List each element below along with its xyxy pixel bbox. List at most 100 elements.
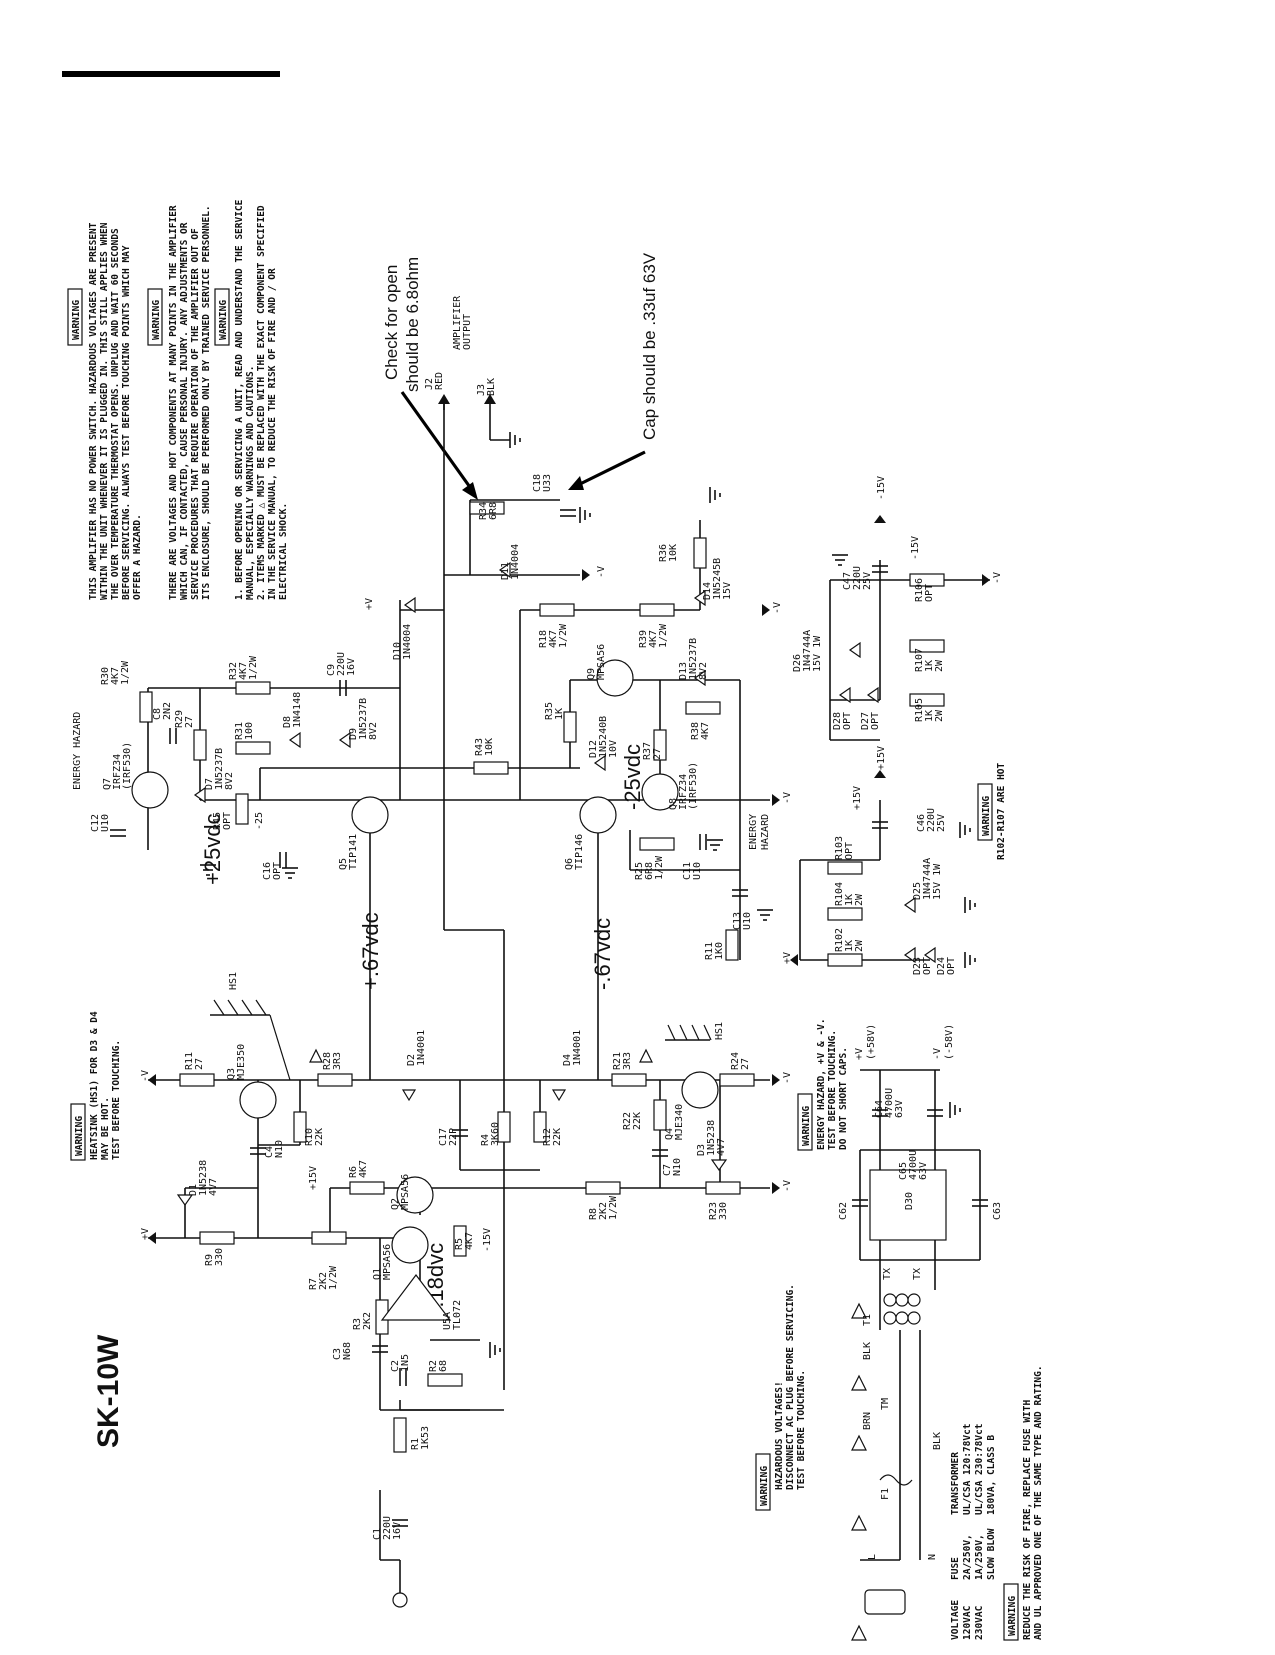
component-label: 25V: [936, 814, 947, 832]
component-label: C63: [992, 1202, 1003, 1220]
component-label: 27: [740, 1058, 751, 1070]
component-label: R29: [174, 710, 185, 728]
component-label: -15V: [910, 536, 921, 560]
component-label: 10V: [608, 740, 619, 758]
component-label: 4K7: [548, 630, 559, 648]
component-label: R1: [410, 1438, 421, 1450]
capacitor-c9: [339, 680, 347, 696]
voltage-annotation: +25vdc: [200, 813, 225, 885]
component-label: R6: [348, 1166, 359, 1178]
hazardous-voltage-note: WARNING HAZARDOUS VOLTAGES! DISCONNECT A…: [755, 1284, 807, 1511]
annotation-arrow-head: [462, 482, 478, 500]
component-label: D25: [912, 882, 923, 900]
resistor-r24: [719, 1073, 755, 1087]
component-label: 220U: [382, 1516, 393, 1540]
component-label: C12: [90, 814, 101, 832]
annotation-arrow-head: [568, 476, 584, 490]
component-label: -V: [782, 1180, 793, 1192]
component-label: 16V: [392, 1522, 403, 1540]
heatsink-hs1-right: [665, 1024, 712, 1041]
component-label: R8: [588, 1208, 599, 1220]
component-label: C2: [390, 1360, 401, 1372]
component-label: D12: [588, 740, 599, 758]
capacitor-c3: [372, 1345, 388, 1353]
diode-d27: [866, 686, 879, 704]
capacitor-c7: [652, 1149, 668, 1157]
diode-d3: [710, 1159, 728, 1172]
component-label: 15V: [722, 582, 733, 600]
component-label: BRN: [862, 1412, 873, 1430]
rail-arrows: [148, 515, 990, 1244]
heatsink-warning-note: WARNING HEATSINK (HS1) FOR D3 & D4 MAY B…: [70, 1011, 122, 1161]
transistor-q6: [579, 796, 617, 834]
component-label: 1N5237B: [688, 638, 699, 680]
capacitor-c11: [699, 834, 707, 850]
resistor-r21: [611, 1073, 647, 1087]
capacitor-c63: [972, 1199, 988, 1207]
component-label: R7: [308, 1278, 319, 1290]
component-label: MJE340: [674, 1104, 685, 1140]
component-label: ENERGY: [748, 814, 759, 850]
capacitor-c4: [250, 1147, 266, 1155]
component-label: J2: [424, 378, 435, 390]
component-label: 1K: [844, 940, 855, 952]
component-label: AMPLIFIER: [452, 295, 463, 350]
voltage-annotation: -.67vdc: [590, 918, 615, 990]
component-label: L: [867, 1554, 878, 1560]
component-label: OPT: [844, 842, 855, 860]
component-label: N10: [274, 1140, 285, 1158]
component-label: TL072: [452, 1300, 463, 1330]
component-label: R43: [474, 738, 485, 756]
component-label: -V: [992, 572, 1003, 584]
component-label: (IRF530): [122, 742, 133, 790]
resistor-r7: [311, 1231, 347, 1245]
diode-d10: [403, 596, 416, 614]
note-line: SERVICE PROCEDURES THAT REQUIRE OPERATIO…: [190, 228, 201, 600]
component-label: MPSA56: [382, 1244, 393, 1280]
diode-d1: [176, 1194, 194, 1207]
component-label: 2K2: [362, 1312, 373, 1330]
note-line: WITHIN THE UNIT WHENEVER IT IS PLUGGED I…: [99, 222, 110, 600]
note-line: WHICH CAN, IF CONTACTED, CAUSE PERSONAL …: [179, 222, 190, 600]
warning-label-2: WARNING: [151, 300, 162, 340]
component-label: Q2: [390, 1198, 401, 1210]
component-label: OPT: [842, 712, 853, 730]
component-label: U5A: [442, 1312, 453, 1330]
component-label: ENERGY HAZARD: [72, 712, 83, 790]
component-label: D7: [204, 778, 215, 790]
note-line: OFFER A HAZARD.: [132, 514, 143, 600]
component-label: Q3: [226, 1068, 237, 1080]
diode-d11: [498, 561, 511, 579]
text-label: DISCONNECT AC PLUG BEFORE SERVICING.: [785, 1284, 796, 1490]
component-label: 330: [214, 1248, 225, 1266]
component-label: R107: [914, 648, 925, 672]
component-label: R10: [304, 1128, 315, 1146]
note-line: THE OVER TEMPERATURE THERMOSTAT OPENS. U…: [110, 228, 121, 600]
component-label: 27: [194, 1058, 205, 1070]
component-label: 1/2W: [558, 623, 569, 648]
component-label: TX: [882, 1268, 893, 1280]
component-label: R105: [914, 698, 925, 722]
resistor-r18: [539, 603, 575, 617]
component-label: MPSA56: [596, 644, 607, 680]
capacitor-c12: [110, 829, 126, 837]
warning-box-2: [147, 288, 163, 346]
transistor-q9: [596, 659, 634, 697]
component-label: 22K: [552, 1128, 563, 1146]
fuse-table: VOLTAGE FUSE TRANSFORMER 120VAC 2A/250V,…: [950, 1423, 997, 1640]
wiring: [147, 396, 990, 1600]
component-label: 16V: [346, 658, 357, 676]
output-terminal-j2: [438, 394, 450, 410]
component-label: 1N5240B: [598, 716, 609, 758]
text-label: TRANSFORMER: [950, 1452, 961, 1515]
component-label: 10K: [484, 738, 495, 756]
component-label: 22P: [448, 1128, 459, 1146]
component-label: 1N4001: [572, 1030, 583, 1066]
component-label: 4K7: [238, 662, 249, 680]
component-label: -15V: [876, 476, 887, 500]
text-label: WARNING: [801, 1106, 812, 1146]
annotation-arrow-c18: [577, 450, 646, 487]
component-label: 10K: [668, 544, 679, 562]
component-label: 1K0: [714, 942, 725, 960]
